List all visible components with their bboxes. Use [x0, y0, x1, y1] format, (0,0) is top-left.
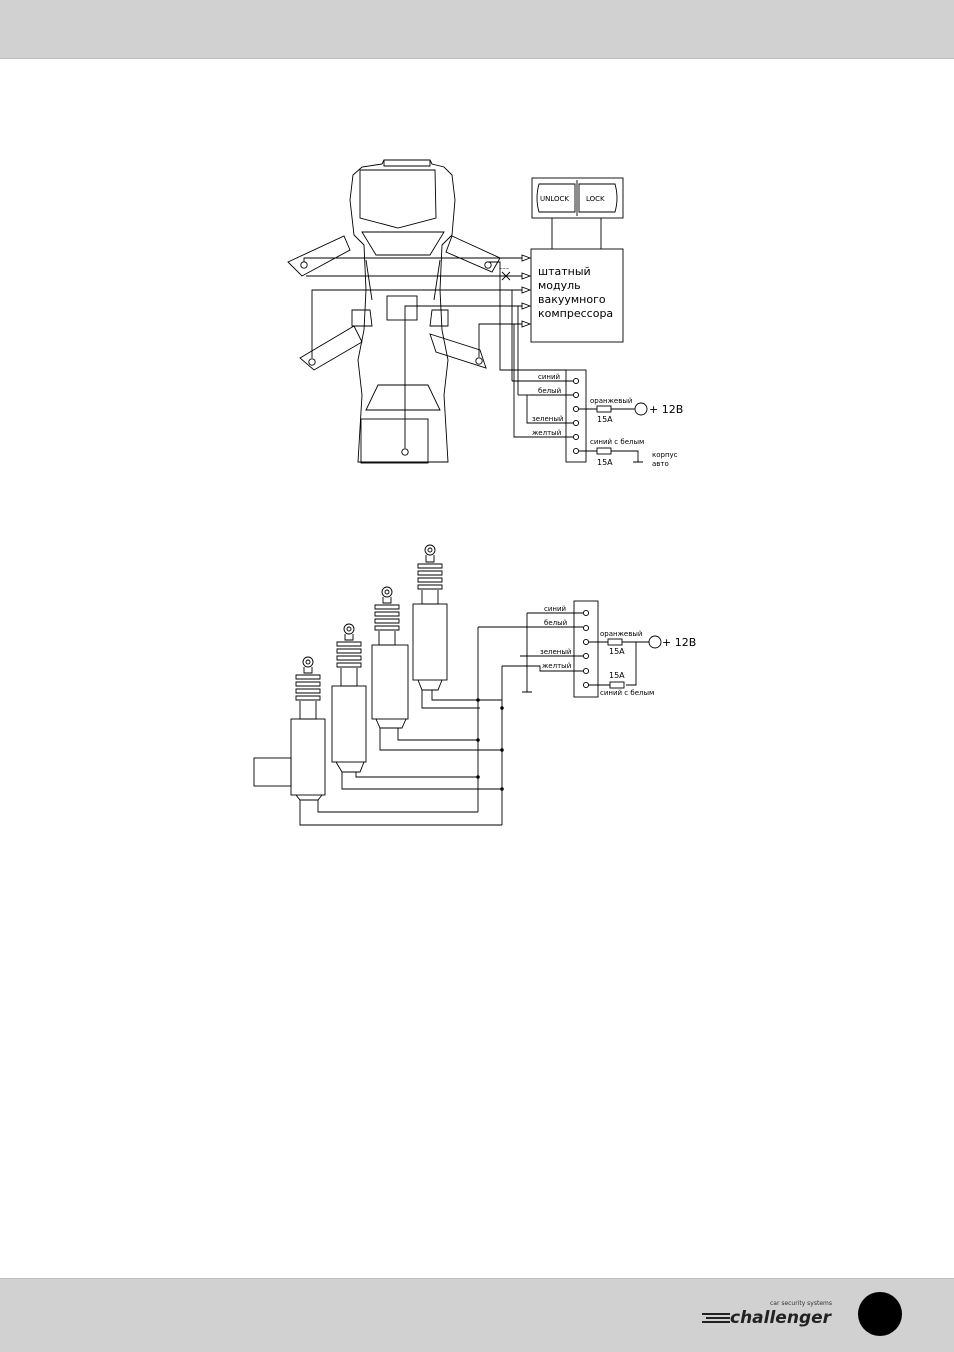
d2-wire-green: зеленый	[540, 648, 571, 656]
d1-wire-yellow: желтый	[532, 429, 561, 437]
d2-wire-orange: оранжевый	[600, 630, 642, 638]
d2-plus-12v: + 12В	[662, 636, 696, 649]
d1-fuse-2: 15A	[597, 458, 613, 467]
d2-wire-white: белый	[544, 619, 567, 627]
svg-text:~~~: ~~~	[499, 266, 509, 271]
d2-fuse-1: 15A	[609, 647, 625, 656]
d1-wire-orange: оранжевый	[590, 397, 632, 405]
brand-stripes-icon	[702, 1312, 732, 1324]
module-line-2: модуль	[538, 279, 581, 292]
d2-wire-blue: синий	[544, 605, 566, 613]
d1-plus-12v: + 12В	[649, 403, 683, 416]
d1-wire-white: белый	[538, 387, 561, 395]
d1-wire-blue-white: синий с белым	[590, 438, 644, 446]
module-line-1: штатный	[538, 265, 591, 278]
actuator-group	[254, 545, 503, 825]
brand-tagline: car security systems	[770, 1300, 832, 1307]
remote-keypad	[532, 178, 623, 249]
page-number-badge	[858, 1292, 902, 1336]
d1-wire-blue: синий	[538, 373, 560, 381]
car-top-view: ~~~	[288, 160, 566, 463]
brand-logo: car security systems challenger	[700, 1300, 840, 1334]
module-line-4: компрессора	[538, 307, 613, 320]
unlock-label: UNLOCK	[540, 195, 569, 203]
module-line-3: вакуумного	[538, 293, 606, 306]
d1-ground-1: корпус	[652, 451, 678, 459]
d2-wire-yellow: желтый	[542, 662, 571, 670]
lock-label: LOCK	[586, 195, 605, 203]
d2-wire-blue-white: синий с белым	[600, 689, 654, 697]
brand-name: challenger	[730, 1308, 831, 1328]
d1-ground-2: авто	[652, 460, 669, 468]
d2-fuse-2: 15A	[609, 671, 625, 680]
d1-fuse-1: 15A	[597, 415, 613, 424]
d1-wire-green: зеленый	[532, 415, 563, 423]
